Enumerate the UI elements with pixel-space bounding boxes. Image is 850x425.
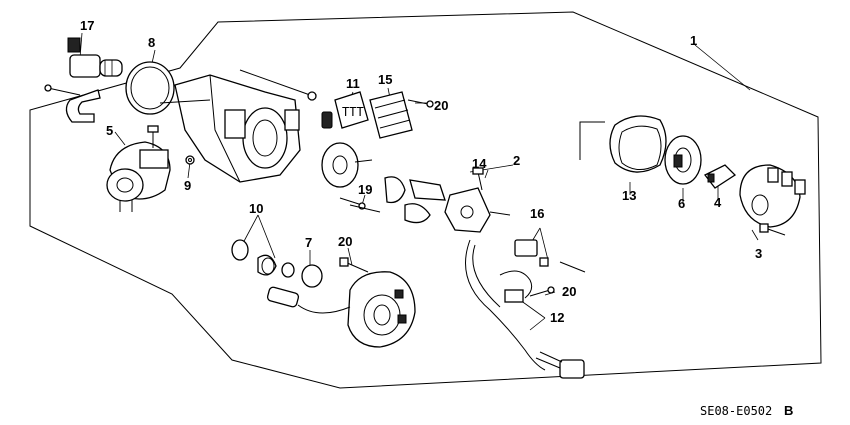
callout-7: 7 [305, 235, 312, 250]
callout-11: 11 [346, 76, 360, 91]
bolt-14 [472, 167, 484, 191]
rotor-plate [321, 142, 373, 188]
rotor-6 [664, 135, 702, 185]
callout-12: 12 [550, 310, 564, 325]
distributor-housing [159, 69, 317, 183]
clamp-left [65, 89, 101, 123]
screw-20-top [407, 99, 434, 108]
callout-19: 19 [358, 182, 372, 197]
cap-seal-13 [609, 115, 667, 173]
callout-10: 10 [249, 201, 263, 216]
callout-4: 4 [714, 195, 722, 210]
rotor-arm-4 [704, 164, 737, 189]
small-bolt-5 [147, 125, 159, 148]
callout-3: 3 [755, 246, 762, 261]
screw-20-right [529, 286, 555, 297]
callout-8: 8 [148, 35, 155, 50]
callout-20-right: 20 [562, 284, 576, 299]
callout-14: 14 [472, 156, 487, 171]
callout-2: 2 [513, 153, 520, 168]
connector-17 [67, 37, 123, 78]
gasket-11: TTT [321, 91, 369, 129]
washer-9 [185, 155, 195, 165]
callout-6: 6 [678, 196, 685, 211]
module-15 [369, 91, 413, 139]
callout-17: 17 [80, 18, 94, 33]
o-ring-7 [301, 264, 323, 288]
rotor-group-bracket [559, 261, 586, 273]
callout-15: 15 [378, 72, 392, 87]
screw-3 [759, 223, 786, 236]
bolt-left [44, 84, 81, 96]
callout-13: 13 [622, 188, 636, 203]
revision-letter: B [784, 403, 793, 418]
svg-text:TTT: TTT [342, 105, 364, 119]
callout-16: 16 [530, 206, 544, 221]
wire-harness-12 [465, 239, 585, 379]
o-ring-8 [125, 61, 175, 115]
callout-9: 9 [184, 178, 191, 193]
callout-20-top: 20 [434, 98, 448, 113]
callout-20-lower: 20 [338, 234, 352, 249]
sensor-cable [266, 286, 351, 314]
callout-5: 5 [106, 123, 113, 138]
callout-1: 1 [690, 33, 697, 48]
connector-16 [514, 239, 549, 267]
clip-pieces [349, 176, 446, 224]
seal-kit-10 [231, 239, 295, 278]
pickup-assembly [347, 271, 416, 348]
distributor-cap-3 [739, 164, 806, 228]
igniter-unit [444, 187, 511, 233]
screw-20-lower [339, 257, 369, 273]
gear-assembly-5 [106, 141, 171, 212]
cap-group-bracket [579, 121, 605, 160]
reference-code: SE08-E0502 [700, 404, 772, 418]
